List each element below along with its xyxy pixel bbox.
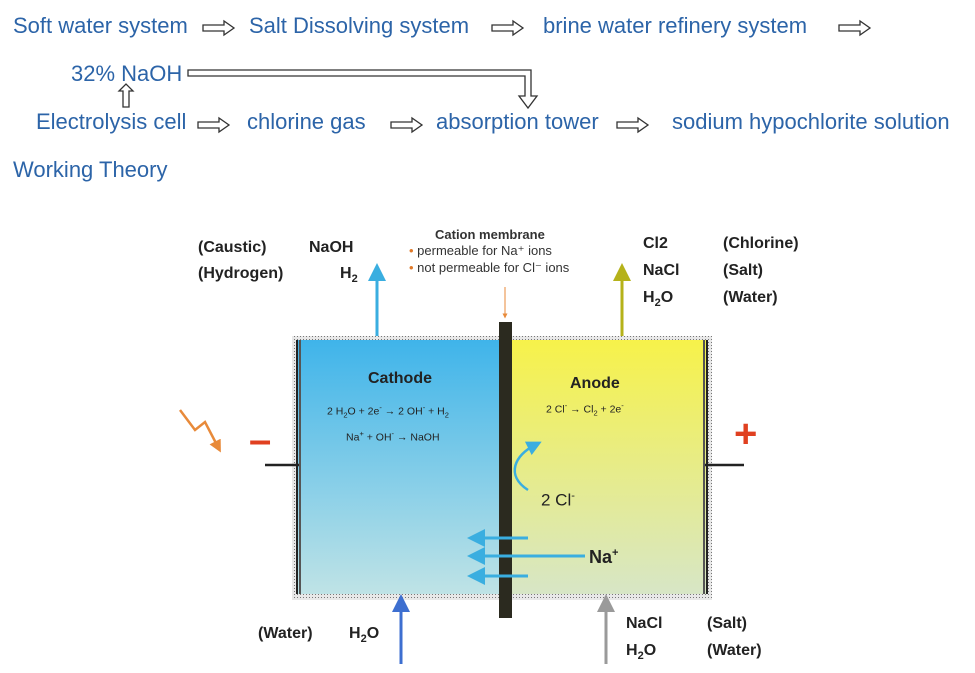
membrane-note-not-permeable: not permeable for Cl⁻ ions bbox=[417, 259, 570, 275]
h2o-formula-bottom-left: H2O bbox=[349, 625, 380, 646]
flow-arrow-icon bbox=[491, 19, 525, 37]
flow-arrow-icon bbox=[838, 19, 872, 37]
water-label-bottom-right: (Water) bbox=[707, 642, 762, 659]
water-label-bottom: (Water) bbox=[258, 625, 313, 642]
flow-step-absorption-tower: absorption tower bbox=[436, 109, 599, 134]
plus-sign: + bbox=[734, 412, 758, 456]
naoh-to-absorption-arrow-icon bbox=[187, 69, 539, 110]
membrane-title: Cation membrane bbox=[435, 227, 545, 242]
naoh-formula: NaOH bbox=[309, 239, 354, 256]
anode-reaction: 2 Cl- → Cl2 + 2e- bbox=[546, 401, 624, 418]
anode-chamber bbox=[510, 340, 707, 594]
chlorine-label: (Chlorine) bbox=[723, 235, 799, 252]
cathode-reaction-2: Na+ + OH- → NaOH bbox=[346, 429, 440, 444]
flow-arrow-icon bbox=[616, 116, 650, 134]
flow-step-electrolysis-cell: Electrolysis cell bbox=[36, 109, 187, 134]
salt-label-bottom: (Salt) bbox=[707, 615, 747, 632]
flow-step-soft-water: Soft water system bbox=[13, 13, 188, 38]
cathode-reaction-1: 2 H2O + 2e- → 2 OH- + H2 bbox=[327, 403, 449, 420]
cation-membrane bbox=[499, 322, 512, 618]
section-title: Working Theory bbox=[13, 157, 168, 182]
flow-step-salt-dissolving: Salt Dissolving system bbox=[249, 13, 470, 38]
flow-naoh-output: 32% NaOH bbox=[71, 61, 183, 86]
nacl-formula-bottom: NaCl bbox=[626, 615, 663, 632]
hydrogen-label: (Hydrogen) bbox=[198, 265, 284, 282]
membrane-note-permeable: permeable for Na⁺ ions bbox=[417, 243, 552, 259]
salt-label-top: (Salt) bbox=[723, 262, 763, 279]
flow-step-brine-refinery: brine water refinery system bbox=[543, 13, 808, 38]
lightning-bolt-icon bbox=[179, 409, 221, 453]
flow-arrow-icon bbox=[390, 116, 424, 134]
water-label-top: (Water) bbox=[723, 289, 778, 306]
up-arrow-icon bbox=[117, 83, 135, 108]
h2-formula: H2 bbox=[340, 265, 358, 286]
caustic-label: (Caustic) bbox=[198, 239, 267, 256]
chloride-ion-label: 2 Cl- bbox=[541, 490, 575, 510]
h2o-formula-bottom-right: H2O bbox=[626, 642, 657, 663]
membrane-callout: Cation membrane • permeable for Na⁺ ions… bbox=[409, 227, 570, 275]
sodium-ion-label: Na+ bbox=[589, 547, 619, 567]
minus-sign: – bbox=[249, 418, 272, 462]
flow-step-sodium-hypochlorite: sodium hypochlorite solution bbox=[672, 109, 950, 134]
flow-arrow-icon bbox=[202, 19, 236, 37]
h2o-formula-top: H2O bbox=[643, 289, 674, 310]
cl2-formula: Cl2 bbox=[643, 235, 668, 252]
cathode-label: Cathode bbox=[368, 370, 432, 387]
anode-label: Anode bbox=[570, 375, 620, 392]
chloride-curved-arrow-icon bbox=[513, 441, 542, 492]
flow-arrow-icon bbox=[197, 116, 231, 134]
nacl-formula-top: NaCl bbox=[643, 262, 680, 279]
flow-step-chlorine-gas: chlorine gas bbox=[247, 109, 366, 134]
